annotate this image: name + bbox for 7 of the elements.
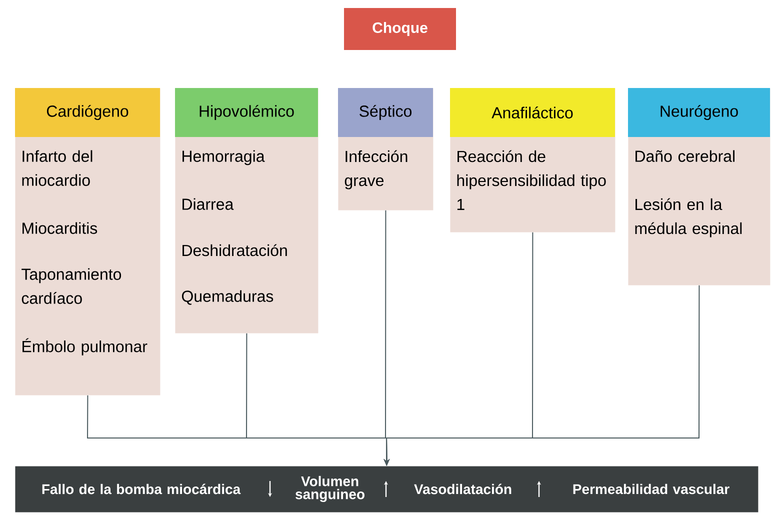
category-column: Séptico Infección grave [338,88,434,210]
category-column: Cardiógeno Infarto del miocardio Miocarditis Taponamiento cardíaco Émbolo pulmonar [15,88,160,396]
category-column: Anafiláctico Reacción de hipersensibilidad tipo 1 [450,88,616,232]
title-box: Choque [344,8,456,50]
category-column: Hipovolémico Hemorragia Diarrea Deshidratación Quemaduras [175,88,318,334]
category-column: Neurógeno Daño cerebral Lesión en la médula espinal [628,88,770,286]
result-bar: Fallo de la bomba miocárdica Volumen sanguineo Vasodilatación Permeabilidad vascular [15,466,758,512]
